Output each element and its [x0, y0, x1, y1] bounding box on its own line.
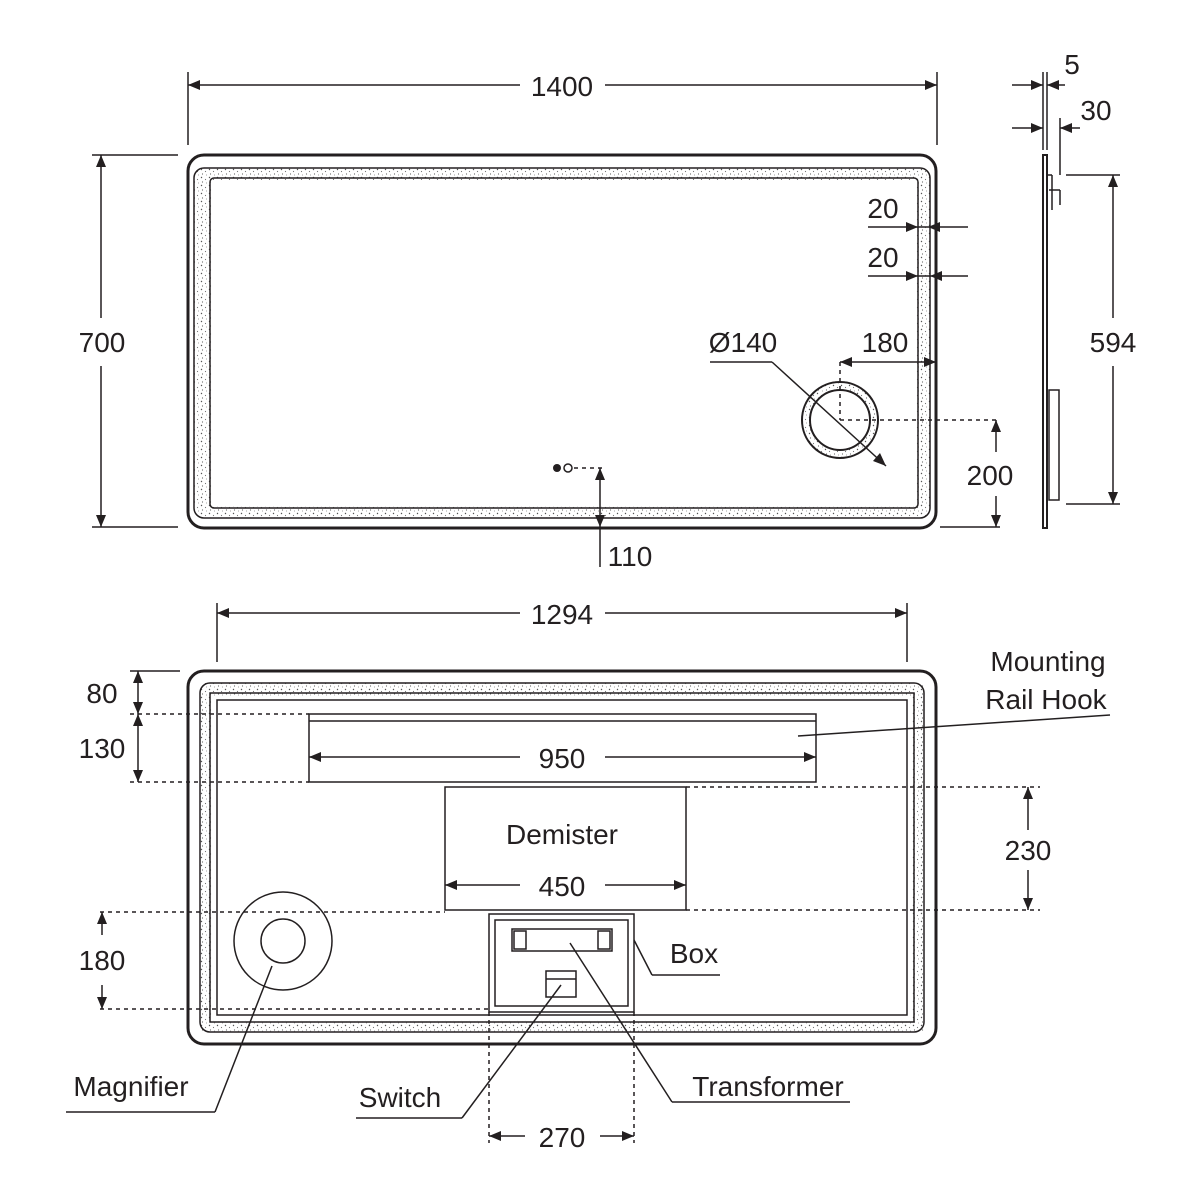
transformer[interactable]: [511, 928, 613, 952]
magnifier-bottom-offset-label: 200: [967, 460, 1014, 491]
mounting-rail-hook-label-line2: Rail Hook: [985, 684, 1107, 715]
rear-mirror-outline: [186, 669, 938, 1046]
magnifier-right-offset-label: 180: [862, 327, 909, 358]
box-width-label: 270: [539, 1122, 586, 1153]
side-view: 5 30 594: [1012, 49, 1137, 529]
mounting-rail-hook-label-line1: Mounting: [990, 646, 1105, 677]
frame-outer-label: 20: [867, 242, 898, 273]
rail-top-offset-label: 80: [86, 678, 117, 709]
front-led-border: [194, 168, 930, 518]
rail-height-label: 594: [1090, 327, 1137, 358]
switch-label: Switch: [359, 1082, 441, 1113]
glass-thickness-label: 5: [1064, 49, 1080, 80]
switch-bottom-offset-label: 110: [608, 541, 653, 572]
transformer-label: Transformer: [692, 1071, 843, 1102]
mounting-rail[interactable]: [308, 713, 817, 783]
box-label: Box: [670, 938, 718, 969]
demister-pad[interactable]: [444, 786, 687, 911]
rear-view: 1294 950 Mounting Rail Hook 80 130 Demis…: [66, 599, 1111, 1153]
demister-width-label: 450: [539, 871, 586, 902]
rear-width-label: 1294: [531, 599, 593, 630]
rail-length-label: 950: [539, 743, 586, 774]
electrical-box[interactable]: [488, 913, 635, 1013]
magnifier-diameter-label: Ø140: [709, 327, 778, 358]
front-view: 1400 700 20 20 Ø140 180: [79, 71, 1014, 572]
rail-height-rear-label: 130: [79, 733, 126, 764]
magnifier-label: Magnifier: [73, 1071, 188, 1102]
front-height-label: 700: [79, 327, 126, 358]
side-profile: [1042, 154, 1048, 529]
demister-label: Demister: [506, 819, 618, 850]
frame-inner-label: 20: [867, 193, 898, 224]
front-width-label: 1400: [531, 71, 593, 102]
front-mirror-outline: [186, 153, 938, 530]
switch[interactable]: [545, 970, 577, 998]
front-switch-button: [553, 464, 561, 472]
demister-height-label: 230: [1005, 835, 1052, 866]
magnifier-offset-label: 180: [79, 945, 126, 976]
depth-label: 30: [1080, 95, 1111, 126]
